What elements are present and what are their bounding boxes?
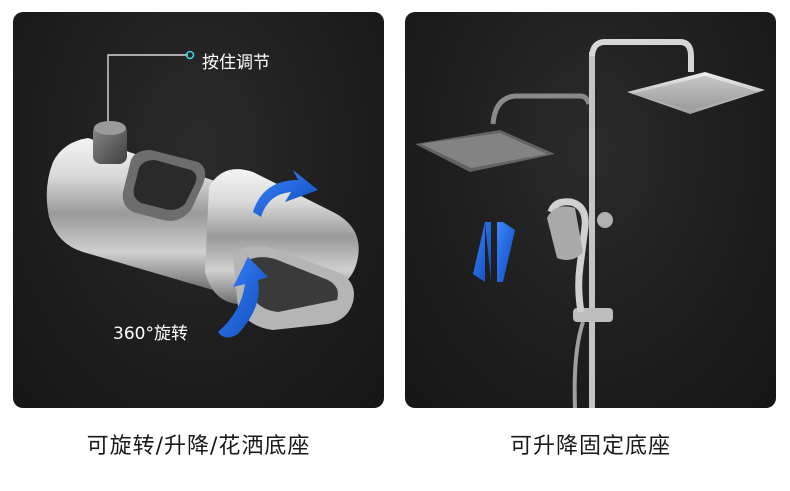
rotatable-holder-panel: 按住调节 360°旋转 xyxy=(13,12,384,408)
holder-illustration xyxy=(46,50,359,338)
rotate-arrow-icon xyxy=(253,170,318,217)
up-down-arrow-icon xyxy=(473,222,491,282)
rotate-arrow-icon-lower xyxy=(218,257,268,338)
shower-set-illustration xyxy=(415,39,765,408)
fixed-holder-panel xyxy=(405,12,776,408)
hand-shower xyxy=(547,206,583,260)
shower-head xyxy=(627,72,765,114)
callout-line xyxy=(107,54,188,132)
shower-pole xyxy=(589,52,595,408)
adjust-knob xyxy=(93,124,127,164)
callout-rotate-label: 360°旋转 xyxy=(113,324,188,344)
callout-adjust-label: 按住调节 xyxy=(202,53,270,73)
caption-rotatable: 可旋转/升降/花洒底座 xyxy=(86,434,311,459)
callout-dot xyxy=(185,50,195,60)
caption-fixed: 可升降固定底座 xyxy=(509,434,671,459)
